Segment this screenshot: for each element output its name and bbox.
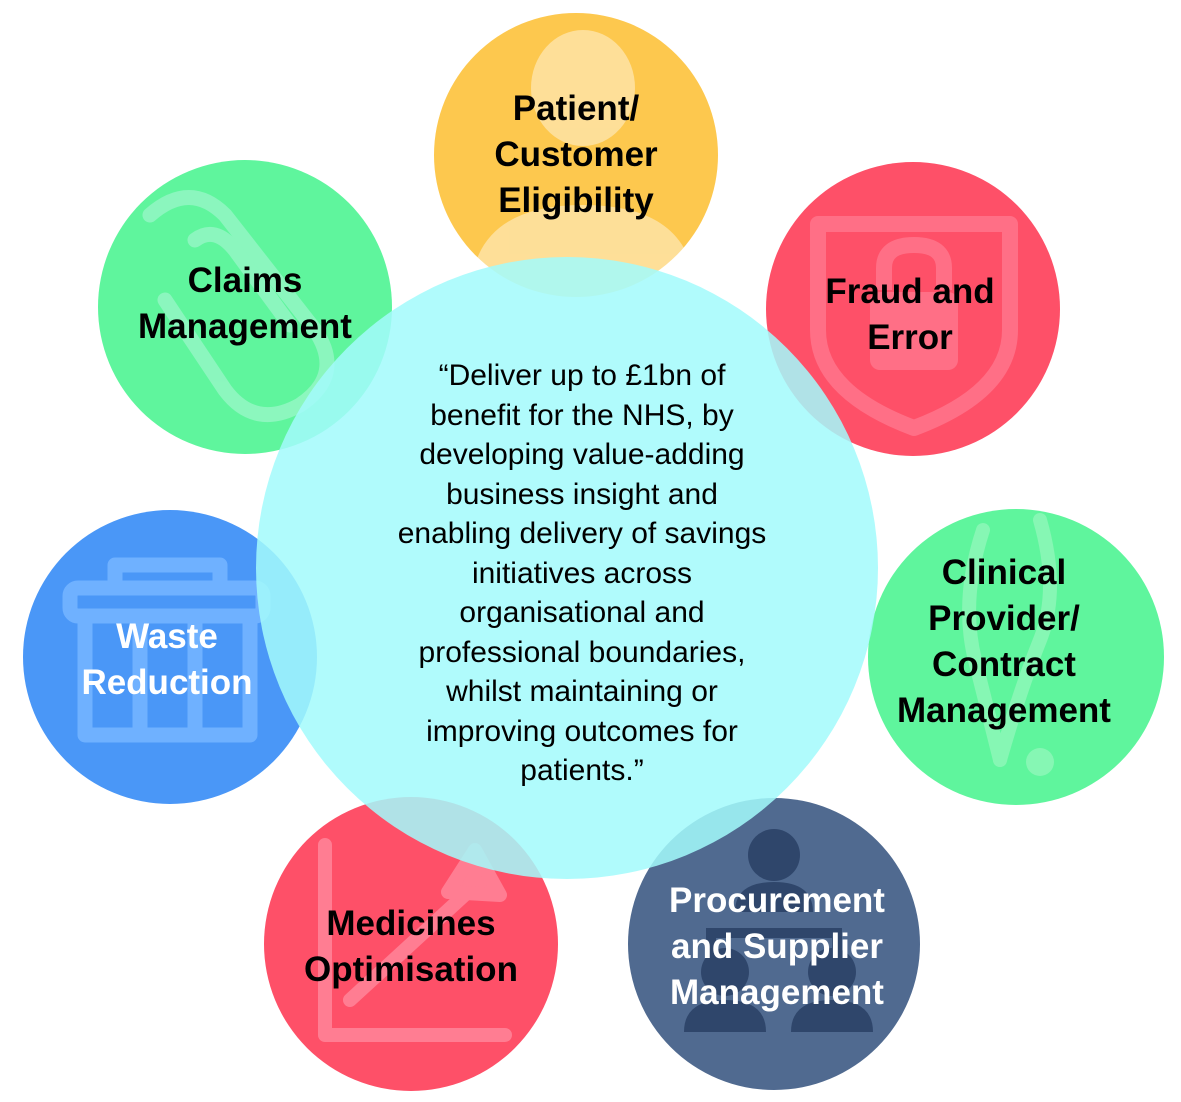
claims-management-label: Claims Management: [138, 261, 352, 346]
people-hierarchy-icon: [684, 829, 873, 1032]
procurement-supplier-label: Procurement and Supplier Management: [669, 881, 885, 1012]
center-circle: [256, 257, 878, 879]
growth-chart-icon: [318, 838, 512, 1042]
clinical-provider-contract-label: Clinical Provider/ Contract Management: [897, 553, 1111, 730]
stethoscope-icon: [962, 513, 1057, 776]
waste-reduction-label: Waste Reduction: [81, 617, 253, 702]
patient-eligibility-label: Patient/ Customer Eligibility: [494, 89, 658, 220]
medicines-optimisation-label: Medicines Optimisation: [304, 904, 518, 989]
fraud-and-error-label: Fraud and Error: [825, 272, 995, 357]
clinical-circle: [868, 509, 1164, 805]
padlock-shield-icon: [810, 216, 1018, 436]
center-quote: “Deliver up to £1bn of benefit for the N…: [397, 359, 767, 788]
patient-circle: [434, 13, 718, 297]
